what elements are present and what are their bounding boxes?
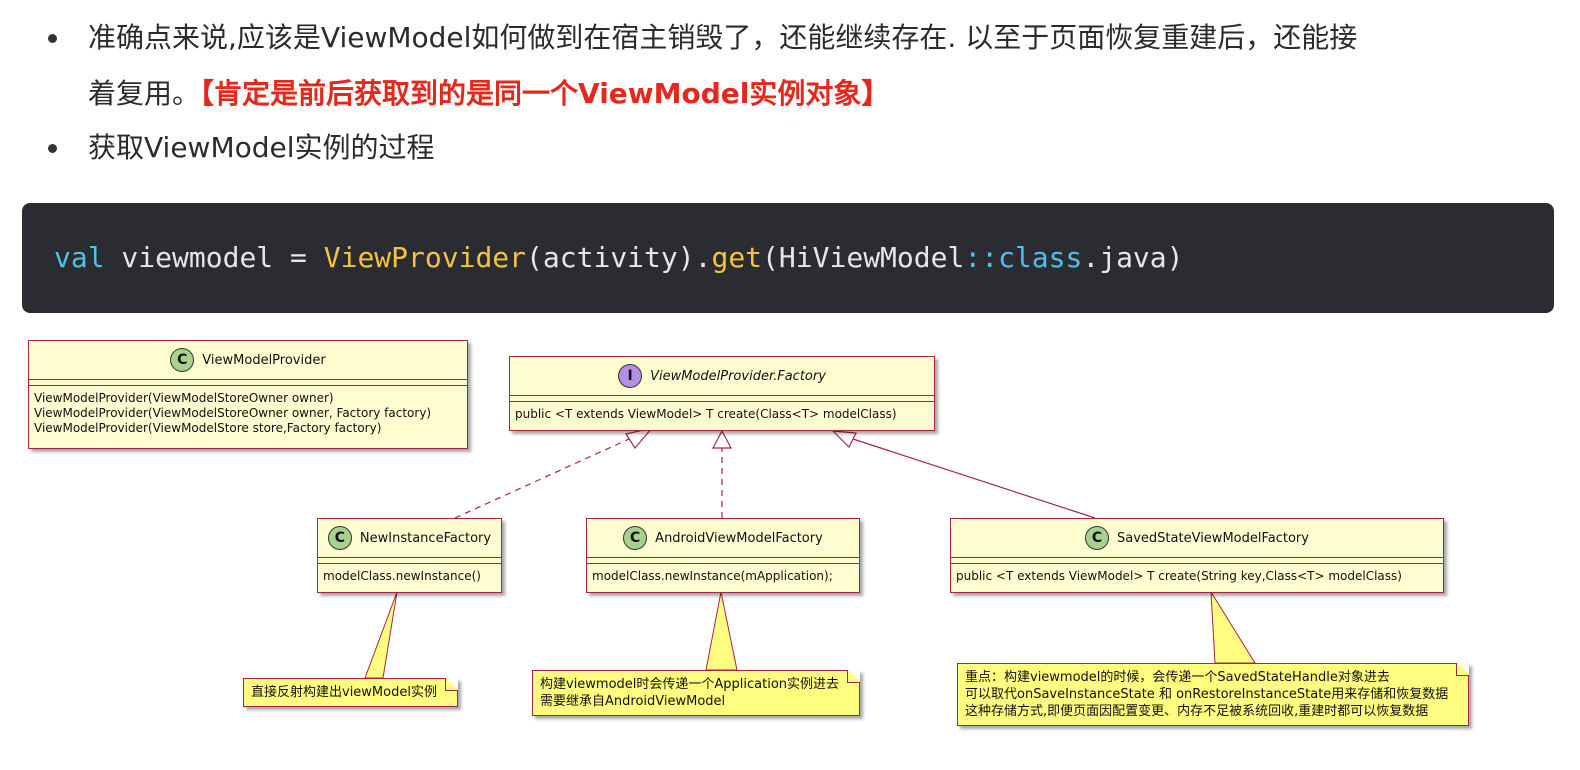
code-keyword-colons: :: xyxy=(964,241,999,274)
class-methods: modelClass.newInstance() xyxy=(318,563,501,590)
note-line: 可以取代onSaveInstanceState 和 onRestoreInsta… xyxy=(965,687,1449,702)
arrowhead-saved-state xyxy=(831,430,857,449)
code-keyword-class: class xyxy=(998,241,1083,274)
note-fold xyxy=(847,670,861,683)
interface-methods: public <T extends ViewModel> T create(Cl… xyxy=(510,401,934,428)
note-saved-state: 重点：构建viewmodel的时候，会传递一个SavedStateHandle对… xyxy=(957,663,1470,726)
class-separator xyxy=(318,557,501,563)
class-methods: public <T extends ViewModel> T create(St… xyxy=(951,563,1443,590)
class-saved-state-view-model-factory: C SavedStateViewModelFactory public <T e… xyxy=(950,518,1444,593)
class-icon: C xyxy=(327,526,352,550)
note-new-instance: 直接反射构建出viewModel实例 xyxy=(243,678,458,707)
interface-name: ViewModelProvider.Factory xyxy=(650,368,826,384)
interface-header: I ViewModelProvider.Factory xyxy=(510,357,934,395)
class-android-view-model-factory: C AndroidViewModelFactory modelClass.new… xyxy=(586,518,860,593)
note-connector-new-instance xyxy=(364,591,398,679)
class-new-instance-factory: C NewInstanceFactory modelClass.newInsta… xyxy=(317,518,502,593)
class-icon: C xyxy=(1085,526,1110,550)
class-method: ViewModelProvider(ViewModelStore store,F… xyxy=(34,421,382,435)
bullet-text: 获取ViewModel实例的过程 xyxy=(88,131,435,164)
class-header: C AndroidViewModelFactory xyxy=(587,519,859,557)
interface-separator xyxy=(510,395,934,401)
class-name: SavedStateViewModelFactory xyxy=(1117,530,1309,546)
note-fold xyxy=(1456,663,1470,676)
interface-icon: I xyxy=(618,364,643,388)
note-connector-saved-state xyxy=(1210,591,1256,664)
class-method: ViewModelProvider(ViewModelStoreOwner ow… xyxy=(34,406,432,420)
note-line: 构建viewmodel时会传递一个Application实例进去 xyxy=(540,677,840,692)
bullet-dot xyxy=(48,144,57,153)
class-header: C NewInstanceFactory xyxy=(318,519,501,557)
bullet-text-line2-start: 着复用。 xyxy=(88,77,201,110)
class-method: modelClass.newInstance() xyxy=(323,569,481,583)
bullet-item-2: 获取ViewModel实例的过程 xyxy=(48,128,1548,168)
uml-diagram: C ViewModelProvider ViewModelProvider(Vi… xyxy=(0,330,1580,770)
code-variable: viewmodel = xyxy=(104,241,324,274)
class-icon: C xyxy=(623,526,648,550)
code-block: val viewmodel = ViewProvider(activity).g… xyxy=(22,203,1554,313)
interface-factory: I ViewModelProvider.Factory public <T ex… xyxy=(509,356,935,431)
bullet-text-line2: 着复用。【肯定是前后获取到的是同一个ViewModel实例对象】 xyxy=(88,74,889,114)
interface-method: public <T extends ViewModel> T create(Cl… xyxy=(515,407,897,421)
realization-line-new-instance xyxy=(454,433,641,519)
class-header: C SavedStateViewModelFactory xyxy=(951,519,1443,557)
code-arg: (activity). xyxy=(526,241,712,274)
class-header: C ViewModelProvider xyxy=(29,341,467,379)
note-line: 直接反射构建出viewModel实例 xyxy=(251,685,437,700)
bullet-dot xyxy=(48,34,57,43)
class-name: ViewModelProvider xyxy=(202,352,326,368)
code-arg-close: .java) xyxy=(1082,241,1184,274)
class-name: NewInstanceFactory xyxy=(359,530,492,546)
arrowhead-android xyxy=(712,429,732,449)
code-arg-open: (HiViewModel xyxy=(762,241,965,274)
class-separator xyxy=(587,557,859,563)
class-view-model-provider: C ViewModelProvider ViewModelProvider(Vi… xyxy=(28,340,468,449)
note-line: 重点：构建viewmodel的时候，会传递一个SavedStateHandle对… xyxy=(965,670,1390,685)
class-method: modelClass.newInstance(mApplication); xyxy=(592,569,833,583)
code-keyword-val: val xyxy=(54,241,105,274)
note-android: 构建viewmodel时会传递一个Application实例进去 需要继承自An… xyxy=(532,670,861,716)
note-line: 需要继承自AndroidViewModel xyxy=(540,694,726,709)
class-method: ViewModelProvider(ViewModelStoreOwner ow… xyxy=(34,391,334,405)
class-icon: C xyxy=(170,348,195,372)
bullet-text-line1: 准确点来说,应该是ViewModel如何做到在宿主销毁了，还能继续存在. 以至于… xyxy=(88,21,1358,54)
code-line: val viewmodel = ViewProvider(activity).g… xyxy=(54,241,1184,274)
class-method: public <T extends ViewModel> T create(St… xyxy=(956,569,1402,583)
class-methods: ViewModelProvider(ViewModelStoreOwner ow… xyxy=(29,385,467,442)
class-separator xyxy=(29,379,467,385)
class-name: AndroidViewModelFactory xyxy=(655,530,823,546)
bullet-item-1: 准确点来说,应该是ViewModel如何做到在宿主销毁了，还能继续存在. 以至于… xyxy=(48,18,1548,110)
note-fold xyxy=(444,678,458,691)
code-function-get: get xyxy=(711,241,763,274)
generalization-line-saved-state xyxy=(849,437,1096,519)
class-methods: modelClass.newInstance(mApplication); xyxy=(587,563,859,590)
note-line: 这种存储方式,即便页面因配置变更、内存不足被系统回收,重建时都可以恢复数据 xyxy=(965,704,1429,719)
note-connector-android xyxy=(705,591,738,671)
arrowhead-new-instance xyxy=(625,427,654,450)
class-separator xyxy=(951,557,1443,563)
bullet-highlight: 【肯定是前后获取到的是同一个ViewModel实例对象】 xyxy=(200,77,890,110)
code-function-provider: ViewProvider xyxy=(323,241,527,274)
